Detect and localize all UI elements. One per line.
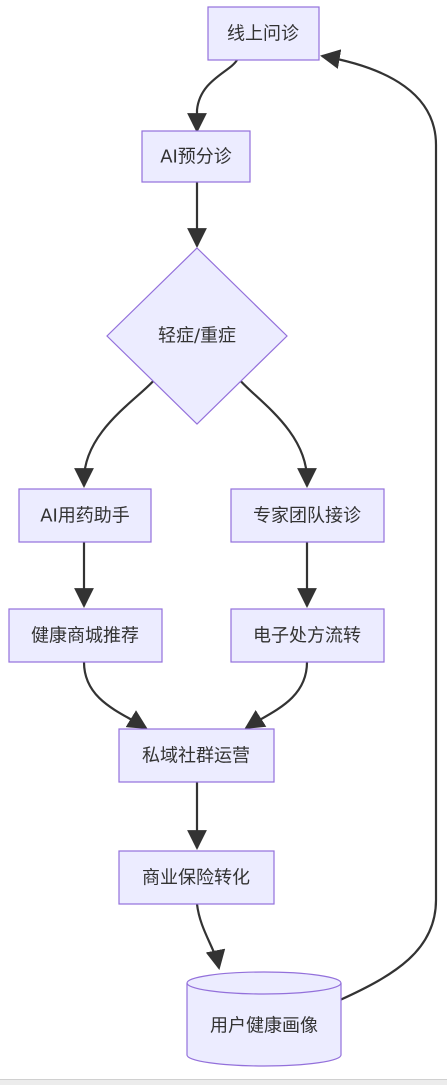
node-private-community-ops [118, 728, 275, 783]
label-ai-medication-assistant: AI用药助手 [40, 506, 130, 527]
label-health-mall-recommend: 健康商城推荐 [31, 626, 139, 647]
label-e-prescription-flow: 电子处方流转 [253, 626, 361, 647]
label-commercial-insurance-conversion: 商业保险转化 [142, 868, 250, 889]
edge-decision-to-expert-team [237, 377, 317, 488]
label-online-consult: 线上问诊 [227, 24, 299, 45]
node-expert-team-consult [230, 488, 385, 543]
edge-health-mall-to-community [82, 661, 148, 730]
node-health-mall-recommend [8, 608, 163, 663]
cylinder-top-rim [186, 982, 342, 995]
edge-insurance-to-profile [195, 903, 226, 970]
edge-online-to-ai-prediagnosis [187, 59, 238, 133]
bottom-border [0, 1079, 447, 1085]
edge-profile-to-online-consult [320, 49, 438, 1002]
label-user-health-profile: 用户健康画像 [210, 1016, 318, 1037]
label-private-community-ops: 私域社群运营 [142, 746, 250, 767]
node-e-prescription-flow [230, 608, 385, 663]
edge-decision-to-ai-medication [74, 377, 157, 488]
label-ai-prediagnosis: AI预分诊 [160, 147, 232, 168]
node-online-consult [207, 6, 320, 61]
label-expert-team-consult: 专家团队接诊 [253, 506, 361, 527]
node-severity-decision [106, 247, 288, 425]
node-ai-medication-assistant [18, 488, 152, 543]
node-ai-prediagnosis [141, 130, 251, 183]
edge-e-prescription-to-community [244, 661, 309, 730]
label-severity-decision: 轻症/重症 [158, 326, 236, 347]
node-user-health-profile [186, 971, 342, 1067]
node-commercial-insurance-conversion [118, 850, 275, 905]
